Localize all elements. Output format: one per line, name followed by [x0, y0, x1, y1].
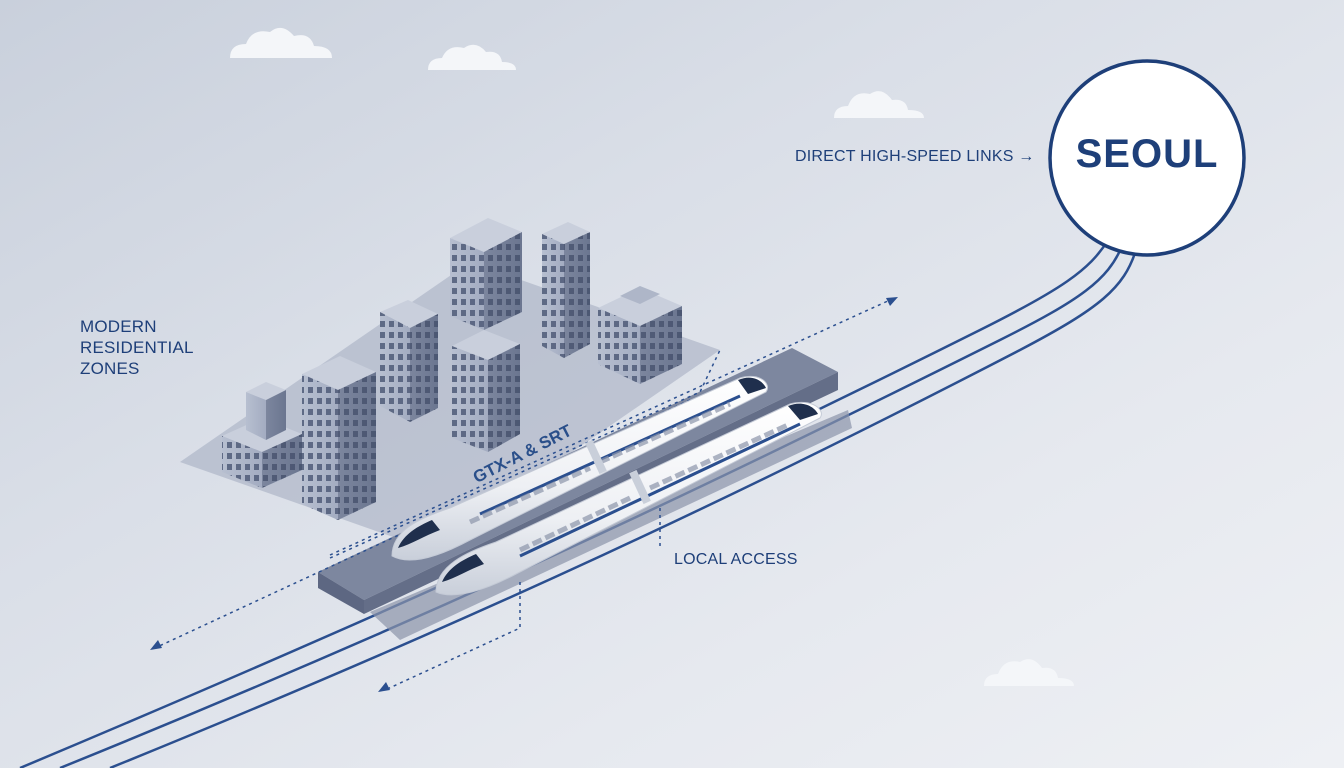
seoul-label: SEOUL: [1075, 132, 1219, 176]
building: [302, 356, 376, 520]
cloud-icon: [834, 91, 924, 118]
seoul-circle: [1048, 59, 1246, 257]
building: [452, 330, 520, 452]
building: [222, 382, 302, 488]
building: [542, 222, 590, 358]
residential-line-2: RESIDENTIAL: [80, 338, 194, 357]
residential-line-3: ZONES: [80, 359, 140, 378]
building: [450, 218, 522, 330]
cloud-icon: [230, 27, 332, 58]
residential-zones-label: MODERN RESIDENTIAL ZONES: [80, 316, 194, 379]
train-front: [435, 402, 822, 596]
cloud-icon: [428, 44, 516, 70]
cloud-icon: [984, 659, 1074, 686]
building: [380, 300, 438, 422]
local-access-label: LOCAL ACCESS: [674, 551, 798, 568]
building: [598, 286, 682, 384]
residential-line-1: MODERN: [80, 317, 157, 336]
arrow-head-icon: [150, 297, 898, 692]
train-back: [391, 376, 768, 561]
high-speed-links-label: DIRECT HIGH-SPEED LINKS →: [795, 148, 1035, 165]
